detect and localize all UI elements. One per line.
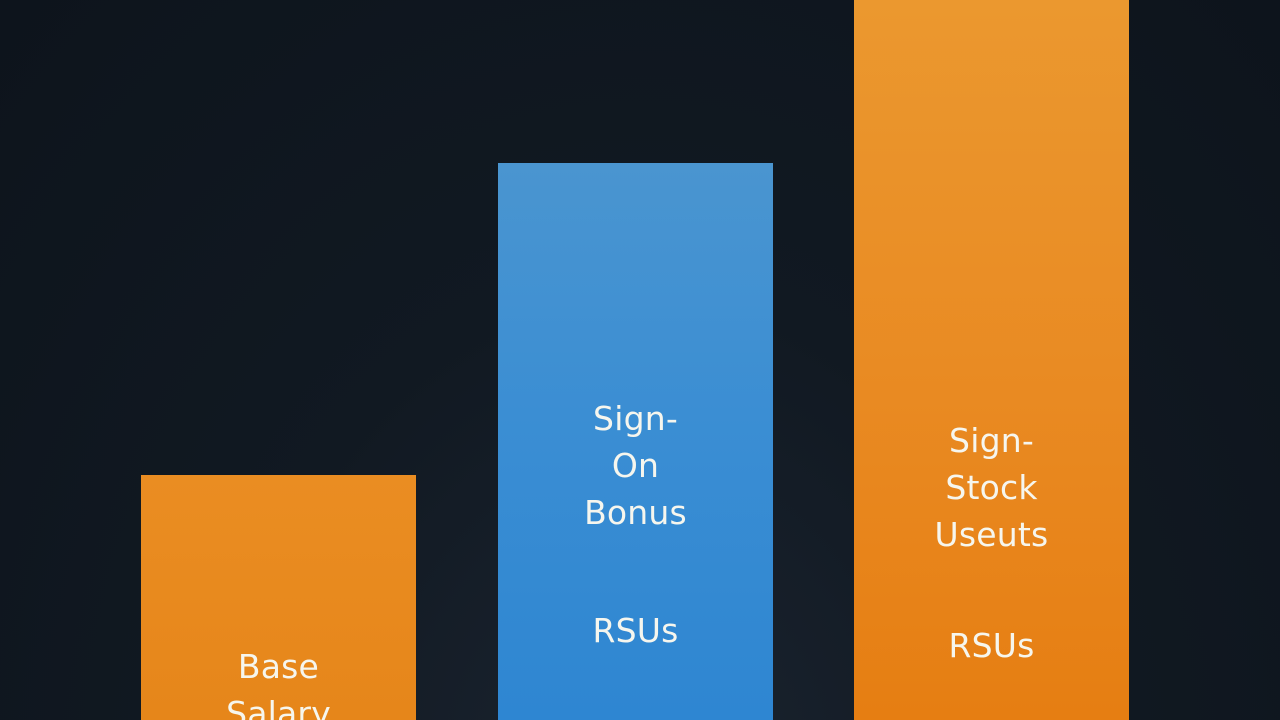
bar-sign-on-bonus: Sign- On Bonus RSUs bbox=[498, 163, 773, 720]
bar-label-line: Sign- bbox=[593, 399, 678, 438]
bar-label-sign-on-bonus: Sign- On Bonus bbox=[498, 395, 773, 536]
bar-sign-stock: Sign- Stock Useuts RSUs bbox=[854, 0, 1129, 720]
bar-label-line: Bonus bbox=[584, 493, 687, 532]
bar-label-line: Useuts bbox=[934, 515, 1049, 554]
bar-label-line: Sign- bbox=[949, 421, 1034, 460]
bar-label-base-salary: Base Salary bbox=[141, 643, 416, 720]
bar-label-line: RSUs bbox=[948, 626, 1035, 665]
bar-label-line: Stock bbox=[945, 468, 1038, 507]
bar-label-line: On bbox=[611, 446, 660, 485]
bar-base-salary: Base Salary bbox=[141, 475, 416, 720]
bar-secondary-label-rsus: RSUs bbox=[498, 607, 773, 654]
bar-label-line: Base bbox=[237, 647, 320, 686]
bar-label-line: Salary bbox=[226, 694, 331, 720]
bar-secondary-label-rsus: RSUs bbox=[854, 622, 1129, 669]
bar-label-line: RSUs bbox=[592, 611, 679, 650]
bar-label-sign-stock: Sign- Stock Useuts bbox=[854, 417, 1129, 558]
